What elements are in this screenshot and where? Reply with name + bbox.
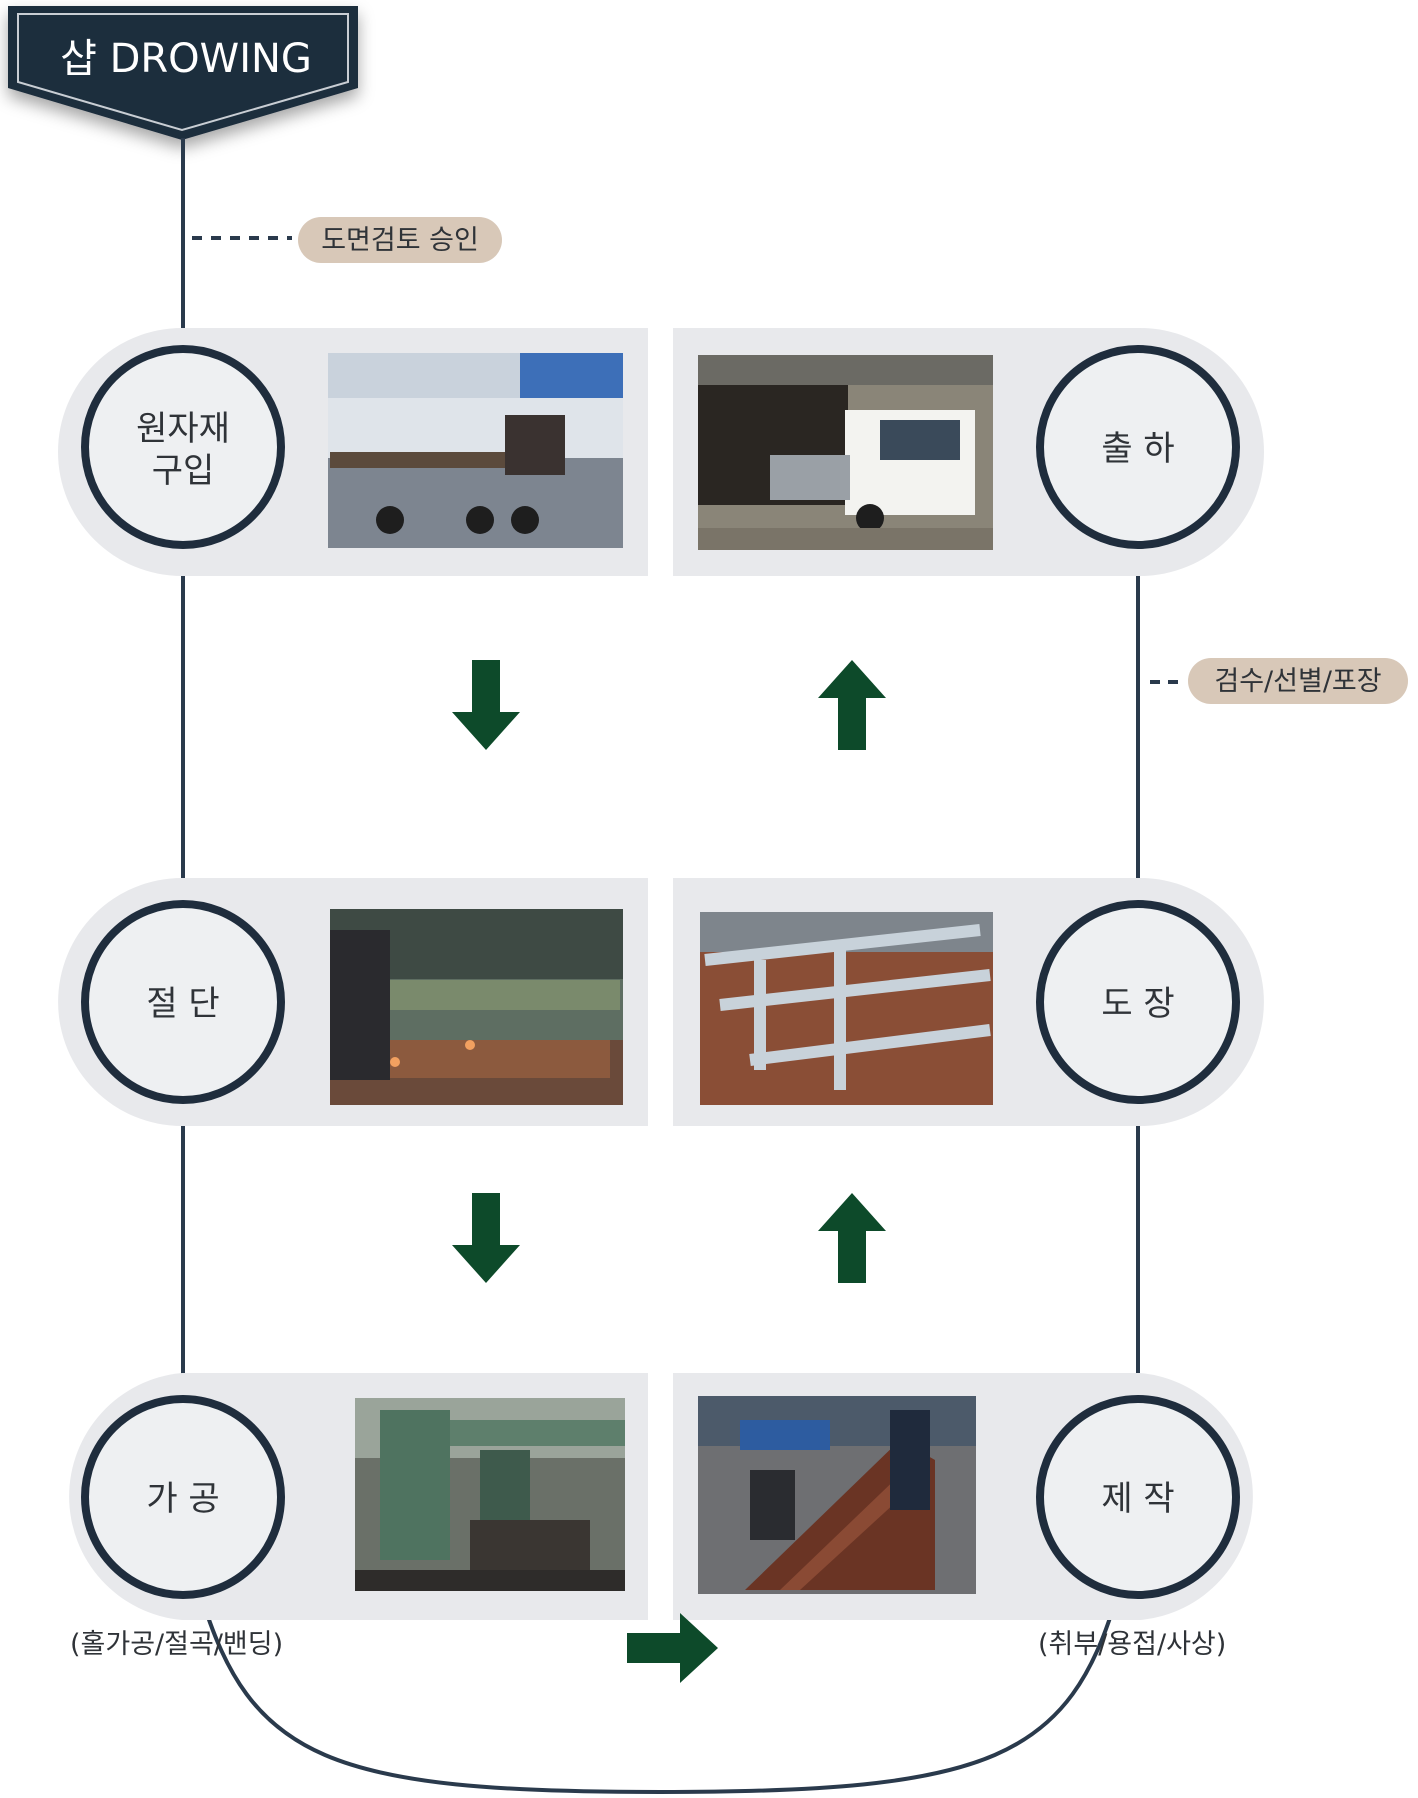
step-cutting: 절 단 [58,878,648,1126]
header-title: 샵 DROWING [60,36,312,82]
step-machining-label: 가 공 [146,1479,219,1519]
step-shipping-label: 출 하 [1101,429,1174,469]
step-painting: 도 장 [673,878,1264,1126]
step-machining: 가 공 [69,1373,648,1620]
header-banner: 샵 DROWING [8,6,358,140]
step-purchase: 원자재 구입 [58,328,648,576]
radial-drill-press-photo [355,1398,625,1591]
annotation-right-label: 검수/선별/포장 [1214,666,1381,697]
painted-steel-frames-photo [700,912,993,1105]
arrow-up-icon [818,1193,886,1283]
step-fabrication-note: (취부/용접/사상) [1038,1629,1226,1660]
welding-workers-photo [698,1396,976,1594]
flow-connector-lines [181,138,1140,1795]
cnc-plasma-cutting-photo [330,909,623,1105]
step-fabrication-label: 제 작 [1101,1479,1174,1519]
step-shipping: 출 하 [673,328,1264,576]
delivery-truck-photo [698,355,993,550]
annotation-inspection-packing: 검수/선별/포장 [1150,658,1408,704]
step-painting-label: 도 장 [1101,984,1174,1024]
annotation-top-label: 도면검토 승인 [321,225,479,256]
step-purchase-line2: 구입 [152,451,215,491]
arrow-right-icon [627,1613,718,1683]
arrow-down-icon [452,1193,520,1283]
arrow-up-icon [818,660,886,750]
step-cutting-label: 절 단 [146,984,219,1024]
step-machining-note: (홀가공/절곡/밴딩) [70,1629,283,1660]
flatbed-truck-steel-plates-photo [328,353,623,548]
step-purchase-line1: 원자재 [136,409,230,449]
annotation-drawing-approval: 도면검토 승인 [192,217,502,263]
step-fabrication: 제 작 [673,1373,1253,1620]
arrow-down-icon [452,660,520,750]
